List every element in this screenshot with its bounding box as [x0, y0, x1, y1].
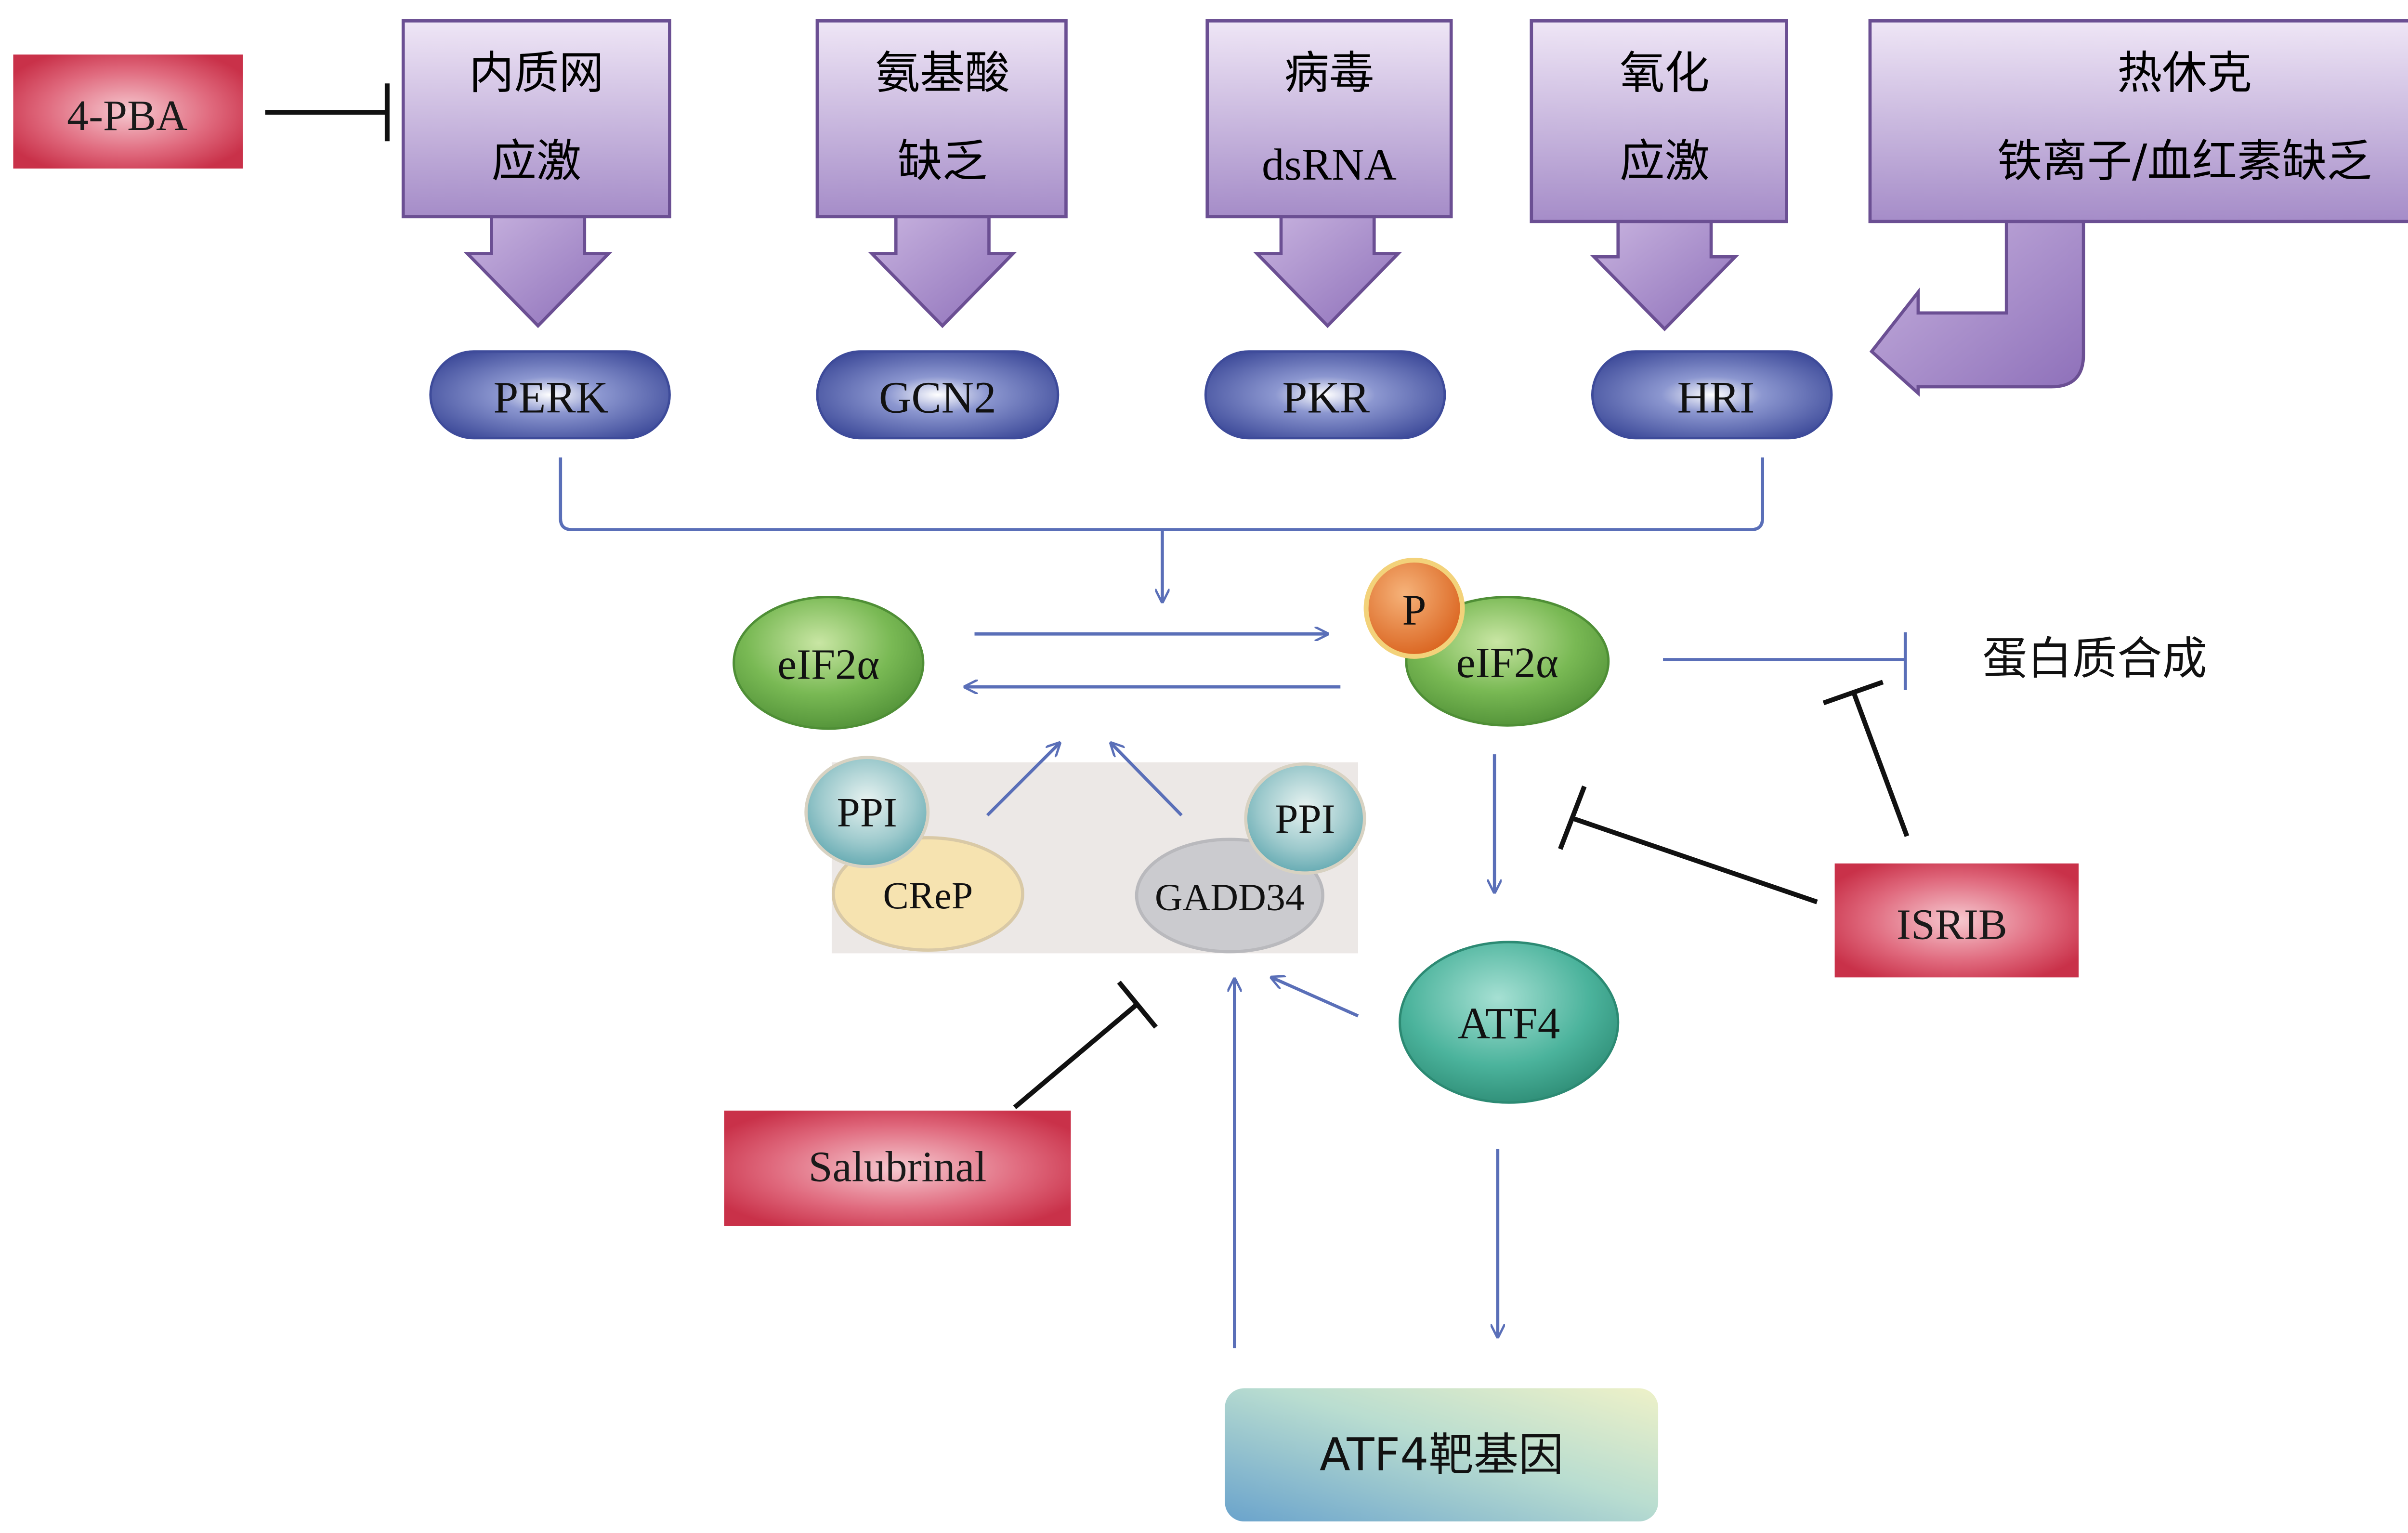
kinase-label: HRI: [1677, 373, 1755, 422]
kinase-gcn2: GCN2: [816, 350, 1060, 440]
stressor-label-line2: 应激: [1620, 135, 1710, 188]
inhibition-bar-icon: [1117, 981, 1158, 1029]
kinase-label: GCN2: [879, 373, 996, 422]
inhibition-bar-icon: [1822, 680, 1884, 706]
eif2a-label: eIF2α: [777, 641, 879, 689]
kinase-perk: PERK: [429, 350, 671, 440]
kinase-pkr: PKR: [1204, 350, 1446, 440]
stressor-oxidative-stress: 氧化 应激: [1530, 19, 1788, 331]
atf4-target-genes: ATF4靶基因: [1225, 1388, 1659, 1522]
stressor-amino-acid-deficiency: 氨基酸 缺乏: [815, 19, 1068, 328]
stressor-label-line1: 氧化: [1620, 47, 1710, 99]
gadd34-label: GADD34: [1155, 876, 1305, 918]
stressor-label-line2: 缺乏: [898, 135, 988, 188]
stressor-viral-dsrna: 病毒 dsRNA: [1205, 19, 1453, 328]
atf4-induces-gadd34-arrow: [1271, 977, 1359, 1018]
inhibitor-salubrinal: Salubrinal: [724, 981, 1158, 1226]
down-arrow-icon: [463, 215, 613, 328]
down-arrow-icon: [868, 215, 1017, 328]
stressor-label-line1: 氨基酸: [875, 47, 1010, 99]
stressor-label-line2: dsRNA: [1262, 140, 1397, 190]
kinase-convergence-bracket: [559, 457, 1764, 602]
eif2a-node: eIF2α: [733, 596, 925, 730]
inhibition-bar-icon: [1558, 786, 1587, 850]
inhibitor-isrib: ISRIB: [1558, 680, 2079, 978]
stressor-label-line1: 病毒: [1284, 47, 1374, 99]
ppi-label: PPI: [1275, 796, 1335, 842]
stressor-label-line1: 内质网: [469, 47, 604, 99]
inhibitor-label: 4-PBA: [67, 92, 187, 140]
atf4-target-genes-label: ATF4靶基因: [1320, 1428, 1563, 1481]
ppi-label: PPI: [837, 789, 897, 836]
kinase-label: PERK: [494, 373, 608, 422]
atf4-node: ATF4: [1399, 941, 1620, 1104]
inhibitor-label: ISRIB: [1897, 901, 2007, 948]
bent-arrow-icon: [1869, 220, 2085, 397]
kinase-hri: HRI: [1591, 350, 1833, 440]
atf4-label: ATF4: [1458, 999, 1560, 1048]
down-arrow-icon: [1590, 220, 1739, 331]
down-arrow-icon: [1253, 215, 1402, 328]
crep-complex: CReP PPI: [804, 756, 1024, 952]
crep-dephosphorylation-arrow: [986, 743, 1060, 817]
stressor-label-line2: 铁离子/血红素缺乏: [1997, 135, 2372, 188]
stressor-er-stress: 内质网 应激: [401, 19, 671, 328]
protein-synthesis-label: 蛋白质合成: [1982, 633, 2207, 685]
inhibitor-label: Salubrinal: [809, 1143, 987, 1191]
kinase-label: PKR: [1283, 373, 1370, 422]
stressor-label-line2: 应激: [492, 135, 582, 188]
phospho-eif2a-node: eIF2α P: [1363, 557, 1610, 727]
gadd34-dephosphorylation-arrow: [1111, 743, 1183, 817]
stressor-label-line1: 热休克: [2117, 47, 2252, 99]
stressor-heat-shock-heme-deficiency: 热休克 铁离子/血红素缺乏: [1868, 19, 2408, 397]
inhibitor-4-pba: 4-PBA: [13, 54, 390, 169]
crep-label: CReP: [883, 875, 973, 917]
phospho-eif2a-label: eIF2α: [1456, 639, 1558, 687]
phosphate-group-icon: [1363, 557, 1465, 659]
gadd34-complex: GADD34 PPI: [1135, 762, 1366, 954]
phosphate-label: P: [1402, 586, 1426, 634]
